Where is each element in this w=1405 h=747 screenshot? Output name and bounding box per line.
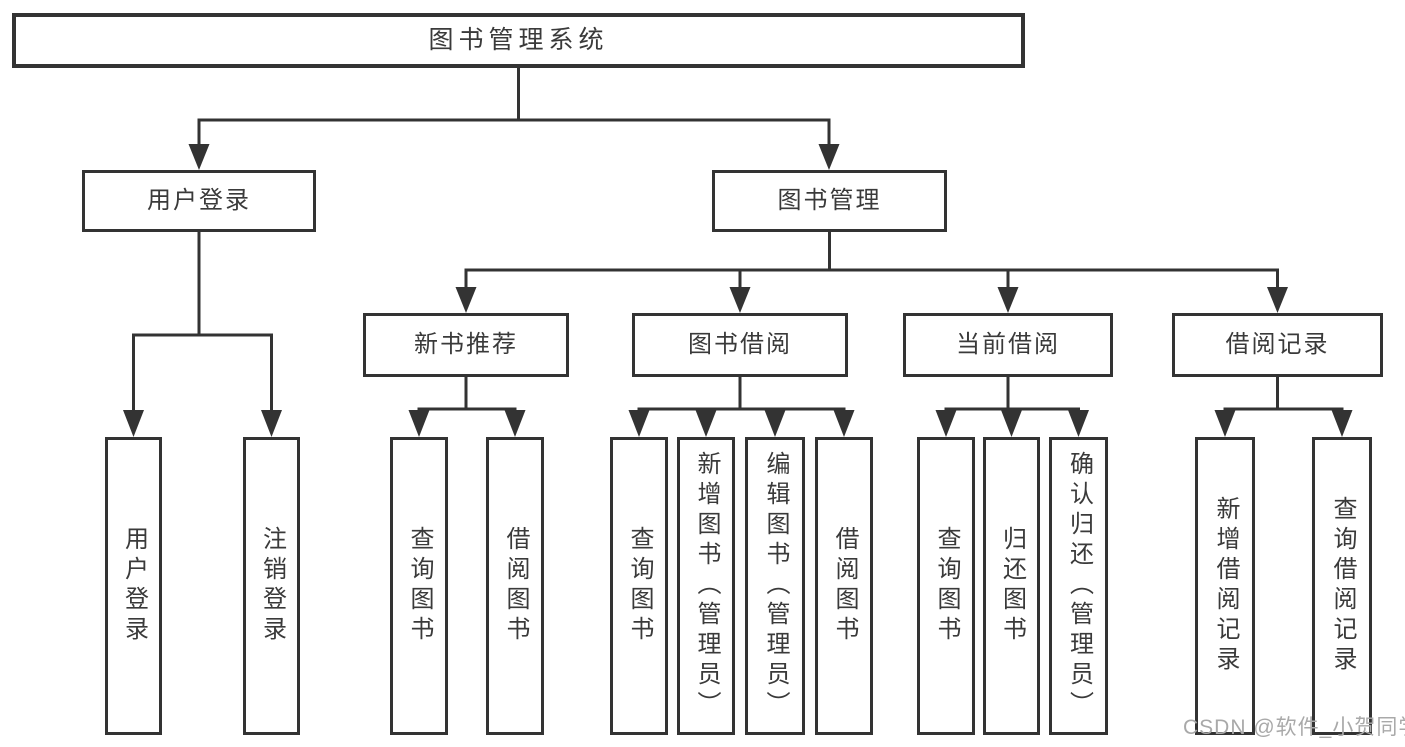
arrowhead-icon — [695, 410, 717, 437]
arrowhead-icon — [764, 410, 786, 437]
leaf-current-query-book-label: 查询图书 — [933, 526, 960, 646]
leaf-borrow-book-label: 借阅图书 — [831, 526, 858, 646]
node-current-borrow: 当前借阅 — [903, 313, 1113, 377]
leaf-confirm-return-admin-label: 确认归还（管理员） — [1065, 451, 1093, 721]
leaf-user-login: 用户登录 — [105, 437, 162, 735]
arrowhead-icon — [455, 287, 477, 313]
leaf-recommend-borrow-book: 借阅图书 — [486, 437, 544, 735]
arrowhead-icon — [833, 410, 855, 437]
leaf-logout-label: 注销登录 — [258, 526, 286, 646]
leaf-recommend-query-book: 查询图书 — [390, 437, 448, 735]
node-current-borrow-label: 当前借阅 — [956, 331, 1060, 358]
arrowhead-icon — [123, 410, 144, 437]
leaf-confirm-return-admin: 确认归还（管理员） — [1049, 437, 1108, 735]
leaf-logout: 注销登录 — [243, 437, 300, 735]
leaf-add-book-admin-label: 新增图书（管理员） — [693, 451, 720, 721]
node-borrow-record-label: 借阅记录 — [1225, 331, 1330, 358]
node-user-login-label: 用户登录 — [147, 187, 251, 214]
node-borrow-record: 借阅记录 — [1172, 313, 1383, 377]
leaf-add-book-admin: 新增图书（管理员） — [677, 437, 735, 735]
arrowhead-icon — [261, 410, 282, 437]
node-new-book-recommend: 新书推荐 — [363, 313, 569, 377]
leaf-return-book: 归还图书 — [983, 437, 1040, 735]
csdn-watermark: CSDN @软件_小贺同学 — [1183, 716, 1405, 739]
leaf-query-borrow-record: 查询借阅记录 — [1312, 437, 1372, 735]
arrowhead-icon — [1267, 287, 1288, 313]
arrowhead-icon — [188, 144, 210, 170]
leaf-add-borrow-record: 新增借阅记录 — [1195, 437, 1255, 735]
leaf-borrow-query-book-label: 查询图书 — [626, 526, 653, 646]
node-user-login: 用户登录 — [82, 170, 316, 232]
node-new-book-recommend-label: 新书推荐 — [414, 331, 518, 358]
leaf-edit-book-admin: 编辑图书（管理员） — [745, 437, 805, 735]
leaf-borrow-query-book: 查询图书 — [610, 437, 668, 735]
node-book-management-label: 图书管理 — [777, 187, 882, 214]
arrowhead-icon — [628, 410, 650, 437]
root-box-label: 图书管理系统 — [428, 26, 609, 54]
arrowhead-icon — [1001, 410, 1022, 437]
arrowhead-icon — [1214, 410, 1236, 437]
leaf-edit-book-admin-label: 编辑图书（管理员） — [762, 451, 789, 721]
arrowhead-icon — [729, 287, 751, 313]
arrowhead-icon — [1068, 410, 1089, 437]
leaf-query-borrow-record-label: 查询借阅记录 — [1329, 496, 1356, 676]
leaf-add-borrow-record-label: 新增借阅记录 — [1212, 496, 1239, 676]
node-book-management: 图书管理 — [712, 170, 947, 232]
node-book-borrow-label: 图书借阅 — [688, 331, 792, 358]
leaf-recommend-borrow-book-label: 借阅图书 — [502, 526, 529, 646]
leaf-borrow-book: 借阅图书 — [815, 437, 873, 735]
arrowhead-icon — [935, 410, 957, 437]
arrowhead-icon — [1331, 410, 1353, 437]
arrowhead-icon — [997, 287, 1019, 313]
leaf-return-book-label: 归还图书 — [998, 526, 1026, 646]
leaf-current-query-book: 查询图书 — [917, 437, 975, 735]
node-book-borrow: 图书借阅 — [632, 313, 848, 377]
root-box-library-system: 图书管理系统 — [12, 13, 1025, 68]
leaf-recommend-query-book-label: 查询图书 — [406, 526, 433, 646]
leaf-user-login-label: 用户登录 — [120, 526, 148, 646]
arrowhead-icon — [504, 410, 526, 437]
arrowhead-icon — [818, 144, 840, 170]
arrowhead-icon — [408, 410, 430, 437]
